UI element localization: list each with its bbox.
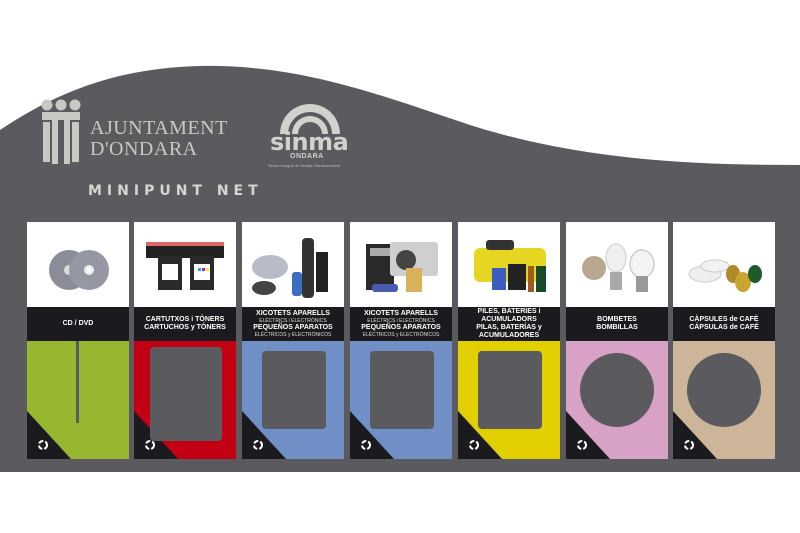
- bin-panel-cartridges: CARTUTXOS i TÒNERS CARTUCHOS y TÓNERS: [134, 222, 236, 459]
- bin-opening[interactable]: [566, 341, 668, 459]
- bin-opening[interactable]: [673, 341, 775, 459]
- recycle-icon: [37, 439, 49, 451]
- bin-opening[interactable]: [350, 341, 452, 459]
- cd-dvd-icon: [27, 222, 129, 307]
- sinma-arch-icon: [280, 104, 340, 134]
- bin-opening[interactable]: [242, 341, 344, 459]
- coffee-capsules-icon: [673, 222, 775, 307]
- page-title: MINIPUNT NET: [88, 183, 263, 199]
- bin-opening[interactable]: [458, 341, 560, 459]
- recycle-icon: [360, 439, 372, 451]
- ajuntament-line2: D'ONDARA: [90, 138, 198, 160]
- panel-label: CÀPSULES de CAFÈ CÁPSULAS de CAFÉ: [689, 316, 759, 331]
- panel-label: PILES, BATERIES i ACUMULADORS PILAS, BAT…: [476, 308, 542, 339]
- recycle-icon: [252, 439, 264, 451]
- bin-panel-electronics: XICOTETS APARELLS ELÈCTRICS i ELECTRÒNIC…: [350, 222, 452, 459]
- bin-panel-small-appliances: XICOTETS APARELLS ELÈCTRICS i ELECTRÒNIC…: [242, 222, 344, 459]
- ajuntament-line1: AJUNTAMENT: [90, 117, 228, 139]
- sinma-subtitle: ONDARA: [290, 153, 324, 160]
- recycle-icon: [683, 439, 695, 451]
- panel-label: BOMBETES BOMBILLAS: [596, 316, 638, 331]
- recycle-icon: [576, 439, 588, 451]
- bin-opening[interactable]: [134, 341, 236, 459]
- panel-label: XICOTETS APARELLS ELÈCTRICS i ELECTRÒNIC…: [253, 310, 333, 338]
- batteries-icon: [458, 222, 560, 307]
- radio-electronics-icon: [350, 222, 452, 307]
- bin-panel-batteries: PILES, BATERIES i ACUMULADORS PILAS, BAT…: [458, 222, 560, 459]
- bin-panel-cd-dvd: CD / DVD: [27, 222, 129, 459]
- panel-label: CD / DVD: [62, 320, 94, 327]
- panel-label: XICOTETS APARELLS ELÈCTRICS i ELECTRÒNIC…: [361, 310, 441, 338]
- small-appliances-icon: [242, 222, 344, 307]
- recycle-icon: [144, 439, 156, 451]
- sinma-wordmark: sinma: [270, 128, 349, 156]
- ajuntament-logo-icon: [41, 99, 81, 164]
- bin-panel-bulbs: BOMBETES BOMBILLAS: [566, 222, 668, 459]
- light-bulbs-icon: [566, 222, 668, 307]
- ajuntament-name: AJUNTAMENT D'ONDARA: [90, 118, 228, 160]
- sinma-tagline: Servei Integral de Neteja i Medioambient: [268, 163, 341, 168]
- bin-panel-coffee-capsules: CÀPSULES de CAFÈ CÁPSULAS de CAFÉ: [673, 222, 775, 459]
- printer-cartridge-icon: [134, 222, 236, 307]
- recycle-icon: [468, 439, 480, 451]
- bin-opening[interactable]: [27, 341, 129, 459]
- panel-label: CARTUTXOS i TÒNERS CARTUCHOS y TÓNERS: [144, 316, 226, 331]
